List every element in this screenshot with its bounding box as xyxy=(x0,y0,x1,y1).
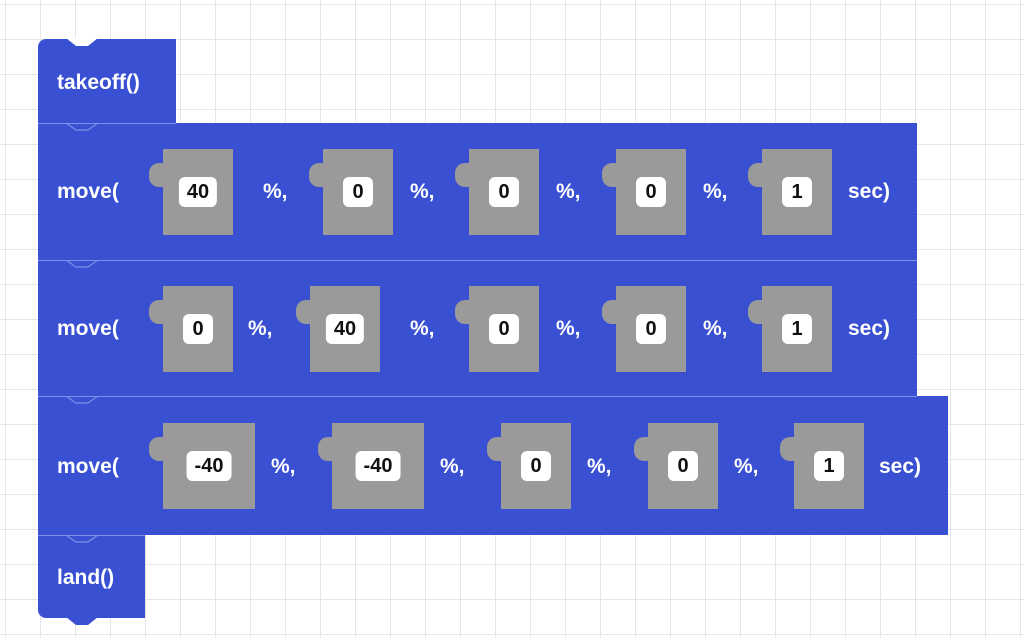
value-input[interactable]: 1 xyxy=(814,451,844,481)
value-input[interactable]: 0 xyxy=(636,314,666,344)
value-socket: 0 xyxy=(602,286,686,372)
unit-label: %, xyxy=(556,180,581,203)
unit-label: %, xyxy=(410,317,435,340)
value-input[interactable]: 0 xyxy=(489,177,519,207)
unit-label: %, xyxy=(440,455,465,478)
unit-label: sec) xyxy=(848,317,891,340)
value-input[interactable]: 0 xyxy=(636,177,666,207)
unit-label: %, xyxy=(410,180,435,203)
value-input[interactable]: 40 xyxy=(178,177,218,207)
value-socket: 40 xyxy=(296,286,380,372)
land-block[interactable]: land() xyxy=(38,535,145,625)
value-socket: 1 xyxy=(748,286,832,372)
block-notch xyxy=(66,38,98,46)
unit-label: %, xyxy=(556,317,581,340)
block-notch xyxy=(66,535,99,543)
value-socket: 0 xyxy=(487,423,571,509)
value-input[interactable]: -40 xyxy=(355,451,401,481)
takeoff-label: takeoff() xyxy=(57,71,140,94)
takeoff-block[interactable]: takeoff() xyxy=(38,38,176,124)
value-socket: 0 xyxy=(455,286,539,372)
value-input[interactable]: 1 xyxy=(782,177,812,207)
unit-label: %, xyxy=(734,455,759,478)
unit-label: %, xyxy=(263,180,288,203)
unit-label: %, xyxy=(703,317,728,340)
value-input[interactable]: 0 xyxy=(183,314,213,344)
move-label: move( xyxy=(57,317,119,340)
unit-label: %, xyxy=(587,455,612,478)
value-socket: 40 xyxy=(149,149,233,235)
move-label: move( xyxy=(57,455,119,478)
move-block-2[interactable]: move( 0 %, 40 %, 0 %, 0 %, 1 sec) xyxy=(38,260,917,396)
value-input[interactable]: -40 xyxy=(186,451,232,481)
move-label: move( xyxy=(57,180,119,203)
block-notch xyxy=(66,123,99,131)
value-socket: 1 xyxy=(780,423,864,509)
block-notch xyxy=(66,396,99,404)
value-socket: 0 xyxy=(634,423,718,509)
unit-label: sec) xyxy=(879,455,922,478)
unit-label: %, xyxy=(703,180,728,203)
value-input[interactable]: 0 xyxy=(521,451,551,481)
value-socket: 0 xyxy=(455,149,539,235)
value-socket: -40 xyxy=(149,423,255,509)
land-label: land() xyxy=(57,566,115,589)
value-input[interactable]: 40 xyxy=(325,314,365,344)
unit-label: %, xyxy=(271,455,296,478)
move-block-1[interactable]: move( 40 %, 0 %, 0 %, 0 %, 1 sec) xyxy=(38,123,917,260)
block-notch xyxy=(66,260,99,268)
unit-label: sec) xyxy=(848,180,891,203)
block-tab xyxy=(66,617,98,625)
value-input[interactable]: 0 xyxy=(489,314,519,344)
value-socket: -40 xyxy=(318,423,424,509)
value-socket: 0 xyxy=(309,149,393,235)
value-input[interactable]: 0 xyxy=(668,451,698,481)
value-socket: 1 xyxy=(748,149,832,235)
value-input[interactable]: 0 xyxy=(343,177,373,207)
value-input[interactable]: 1 xyxy=(782,314,812,344)
unit-label: %, xyxy=(248,317,273,340)
move-block-3[interactable]: move( -40 %, -40 %, 0 %, 0 %, 1 sec) xyxy=(38,396,948,535)
value-socket: 0 xyxy=(149,286,233,372)
value-socket: 0 xyxy=(602,149,686,235)
